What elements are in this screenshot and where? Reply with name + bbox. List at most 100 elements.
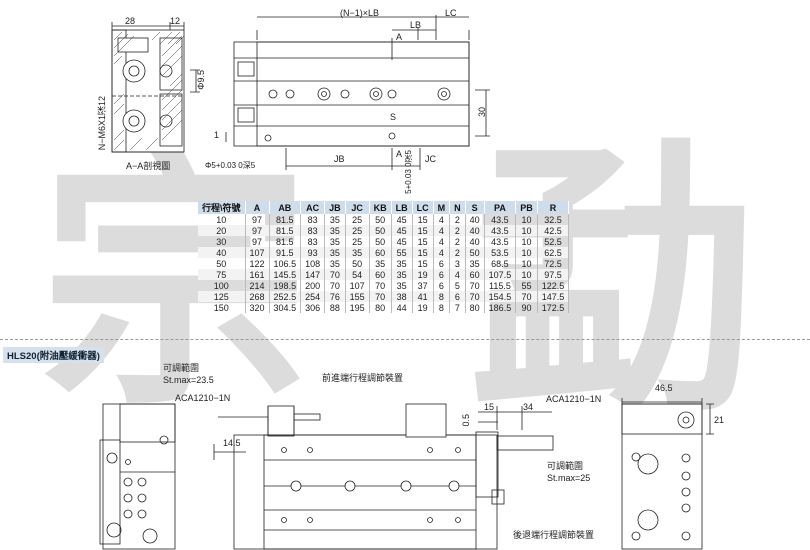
table-cell: 10 [515,258,538,269]
table-cell: 38 [391,291,413,302]
table-cell: 306 [300,302,326,313]
table-cell: 41 [412,291,434,302]
table-cell: 70 [324,269,346,280]
table-cell: 108 [300,258,326,269]
table-header-cell: LB [391,201,413,214]
table-cell: 53.5 [484,247,517,258]
table-cell: 154.5 [484,291,517,302]
table-cell: 80 [465,302,485,313]
table-cell: 35 [324,247,346,258]
table-cell: 40 [465,225,485,236]
table-cell: 45 [391,225,413,236]
main-body-view [213,403,554,550]
dim-s: S [390,112,397,122]
table-cell: 8 [433,291,451,302]
stmax-left: St.max=23.5 [163,375,214,385]
table-cell: 60 [465,269,485,280]
table-header-row: 行程\符號 A AB AC JB JC KB LB LC M N S PA PB… [198,201,570,214]
table-cell: 10 [515,236,538,247]
dim-jc: JC [425,154,436,164]
table-cell: 42.5 [537,225,570,236]
table-header-cell: AB [269,201,302,214]
table-cell: 10 [515,269,538,280]
table-cell: 4 [433,236,451,247]
table-header-cell: S [465,201,485,214]
table-cell: 55 [391,247,413,258]
table-cell: 7 [449,302,466,313]
table-header-cell: 行程\符號 [198,201,246,214]
table-cell: 60 [369,247,392,258]
table-cell: 147 [300,269,326,280]
table-cell: 2 [449,247,466,258]
dim-21: 21 [714,415,725,425]
table-cell: 68.5 [484,258,517,269]
dim-lb: LB [410,20,422,30]
table-cell: 88 [324,302,346,313]
table-cell: 15 [412,258,434,269]
table-cell: 6 [449,291,466,302]
table-cell: 200 [300,280,326,291]
table-cell: 45 [391,214,413,225]
table-cell: 54 [345,269,370,280]
table-cell: 150 [198,302,246,313]
table-cell: 35 [391,269,413,280]
dim-0-5: 0.5 [461,414,471,427]
dim-34: 34 [523,402,534,412]
table-cell: 15 [412,225,434,236]
table-cell: 5 [449,280,466,291]
table-cell: 90 [515,302,538,313]
table-cell: 70 [369,291,392,302]
table-cell: 19 [412,302,434,313]
table-cell: 195 [345,302,370,313]
dim-phi5: Φ5+0.03 0深5 [205,161,256,170]
table-header-cell: LC [412,201,434,214]
table-cell: 254 [300,291,326,302]
table-cell: 3 [449,258,466,269]
table-cell: 10 [198,214,246,225]
table-cell: 75 [198,269,246,280]
table-cell: 172.5 [537,302,570,313]
table-cell: 35 [369,258,392,269]
table-cell: 70 [324,280,346,291]
dim-phi95: Φ9.5 [196,70,206,90]
table-cell: 304.5 [269,302,302,313]
table-cell: 252.5 [269,291,302,302]
table-cell: 35 [465,258,485,269]
section-label: A−A剖視圖 [126,161,171,171]
spec-table: 行程\符號 A AB AC JB JC KB LB LC M N S PA PB… [198,201,570,313]
table-cell: 50 [369,214,392,225]
table-header-cell: M [433,201,451,214]
table-cell: 40 [465,236,485,247]
table-cell: 50 [345,258,370,269]
table-cell: 50 [369,236,392,247]
table-cell: 83 [300,236,326,247]
table-cell: 25 [345,236,370,247]
table-cell: 55 [515,280,538,291]
table-cell: 91.5 [269,247,302,258]
table-cell: 4 [449,269,466,280]
table-cell: 4 [433,247,451,258]
table-cell: 15 [412,247,434,258]
table-cell: 35 [324,214,346,225]
table-cell: 161 [245,269,270,280]
dim-46-5: 46.5 [655,383,673,393]
table-cell: 83 [300,214,326,225]
table-cell: 35 [391,280,413,291]
table-cell: 35 [324,236,346,247]
table-cell: 37 [412,280,434,291]
section-divider [0,339,810,340]
table-cell: 40 [198,247,246,258]
table-cell: 4 [433,214,451,225]
dim-a-bot: A [396,149,403,159]
dim-lc: LC [445,8,457,18]
table-header-cell: PA [484,201,517,214]
dim-12: 12 [170,16,181,26]
dim-28: 28 [125,16,136,26]
